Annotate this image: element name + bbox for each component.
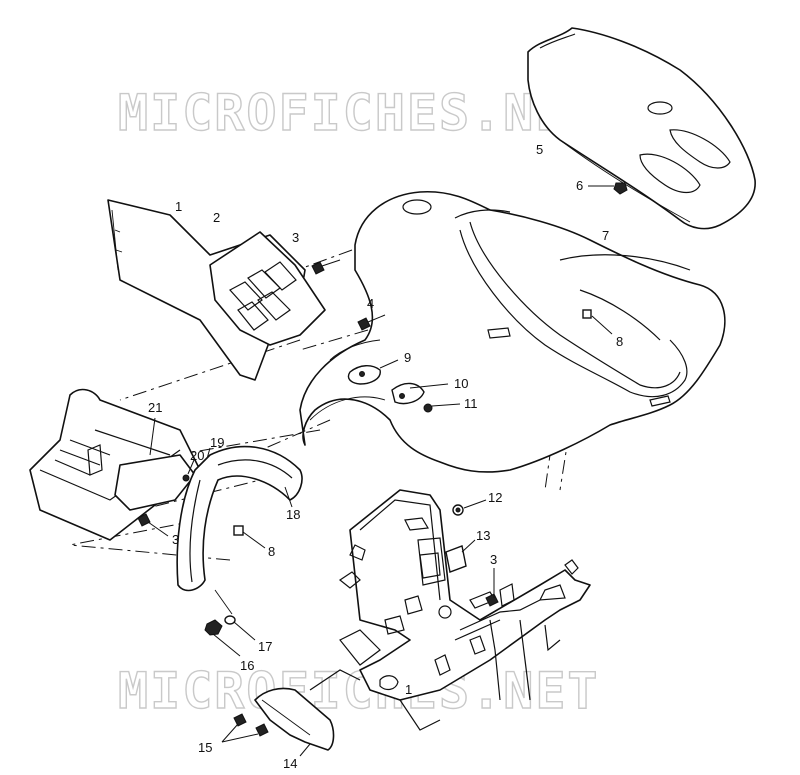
callout-3-frame: 3 <box>490 552 497 567</box>
part-18-fender-flare <box>176 445 303 592</box>
part-10-plate <box>391 382 449 405</box>
part-3-screw-top <box>311 259 341 275</box>
callout-labels: 1 1 2 3 3 3 4 5 6 7 8 8 9 10 11 12 13 14… <box>148 142 623 771</box>
part-16-nut <box>204 619 241 657</box>
callout-3-left: 3 <box>172 532 179 547</box>
callout-11: 11 <box>464 396 478 411</box>
callout-9: 9 <box>404 350 411 365</box>
part-17-washer <box>214 589 256 641</box>
watermark-top: MICROFICHES.NET <box>118 84 600 142</box>
callout-17: 17 <box>258 639 272 654</box>
part-3-screw-frame <box>485 568 499 607</box>
part-14-splash-guard <box>254 687 335 757</box>
watermark-bottom: MICROFICHES.NET <box>118 662 600 720</box>
part-8-grommet-left <box>233 525 266 549</box>
callout-5: 5 <box>536 142 543 157</box>
callout-12: 12 <box>488 490 502 505</box>
callout-1: 1 <box>175 199 182 214</box>
callout-4: 4 <box>367 296 374 311</box>
part-3-screw-left <box>137 513 169 537</box>
part-5-rear-cover <box>527 27 756 230</box>
callout-8-top: 8 <box>616 334 623 349</box>
part-7-body-fender <box>299 190 726 473</box>
part-8-grommet-top <box>582 309 613 335</box>
callout-6: 6 <box>576 178 583 193</box>
callout-2: 2 <box>213 210 220 225</box>
callout-19: 19 <box>210 435 224 450</box>
callout-20: 20 <box>190 448 204 463</box>
callout-18: 18 <box>286 507 300 522</box>
part-15-screws <box>221 713 269 743</box>
callout-7: 7 <box>602 228 609 243</box>
callout-14: 14 <box>283 756 297 771</box>
callout-21: 21 <box>148 400 162 415</box>
part-20-washer <box>182 459 195 482</box>
part-4-screw <box>357 314 386 331</box>
part-13-bracket <box>445 539 476 573</box>
callout-8-left: 8 <box>268 544 275 559</box>
callout-3-top: 3 <box>292 230 299 245</box>
part-6-clip <box>588 182 628 195</box>
callout-10: 10 <box>454 376 468 391</box>
part-11-nut <box>423 403 461 413</box>
part-9-plate <box>347 359 399 385</box>
part-frame-chassis <box>309 489 591 731</box>
part-2-heat-shield <box>209 231 326 346</box>
callout-13: 13 <box>476 528 490 543</box>
part-21-bracket <box>94 417 196 511</box>
callout-16: 16 <box>240 658 254 673</box>
callout-1-frame: 1 <box>405 682 412 697</box>
callout-15: 15 <box>198 740 212 755</box>
part-12-nut <box>452 499 487 516</box>
